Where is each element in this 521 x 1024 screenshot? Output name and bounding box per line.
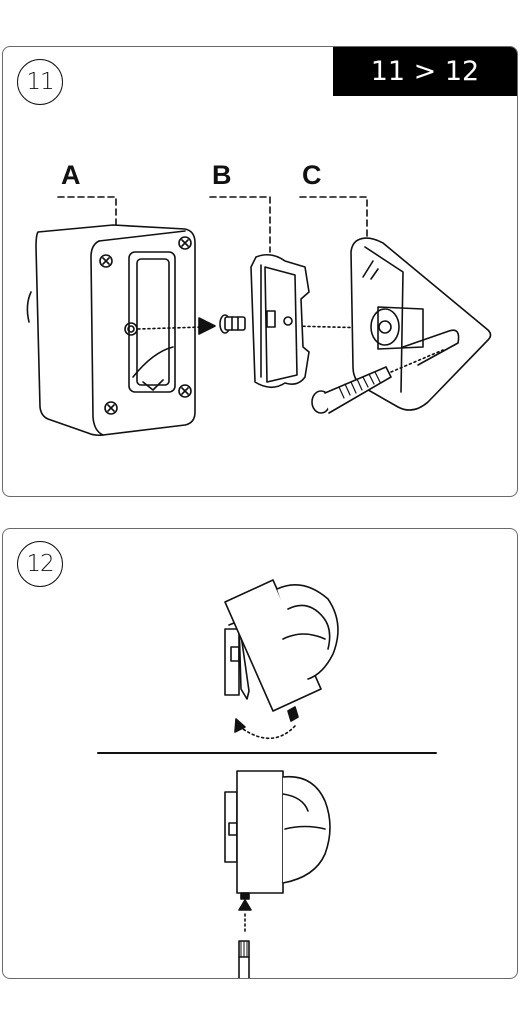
step-12-panel: 12	[2, 528, 518, 979]
step-number: 12	[17, 541, 63, 587]
small-screw-icon	[219, 314, 246, 334]
clip-b-icon	[250, 253, 310, 389]
step-11-illustration	[26, 196, 492, 437]
rotation-arrow-icon	[234, 718, 296, 740]
mounted-sensor-icon	[224, 770, 331, 900]
tilted-sensor-icon	[224, 579, 339, 722]
long-screw-icon	[311, 349, 444, 414]
push-arrow-icon	[238, 899, 252, 935]
housing-a-icon	[26, 224, 196, 437]
step-number: 11	[17, 59, 63, 105]
part-label-b: B	[212, 160, 232, 190]
step-11-panel: 11 11 > 12 A B C	[2, 46, 518, 497]
part-label-a: A	[61, 160, 81, 190]
part-label-c: C	[302, 160, 322, 190]
step-12-illustration	[97, 579, 437, 978]
leader-lines	[57, 196, 368, 253]
step-range-badge: 11 > 12	[333, 47, 517, 96]
screwdriver-icon	[238, 940, 250, 978]
